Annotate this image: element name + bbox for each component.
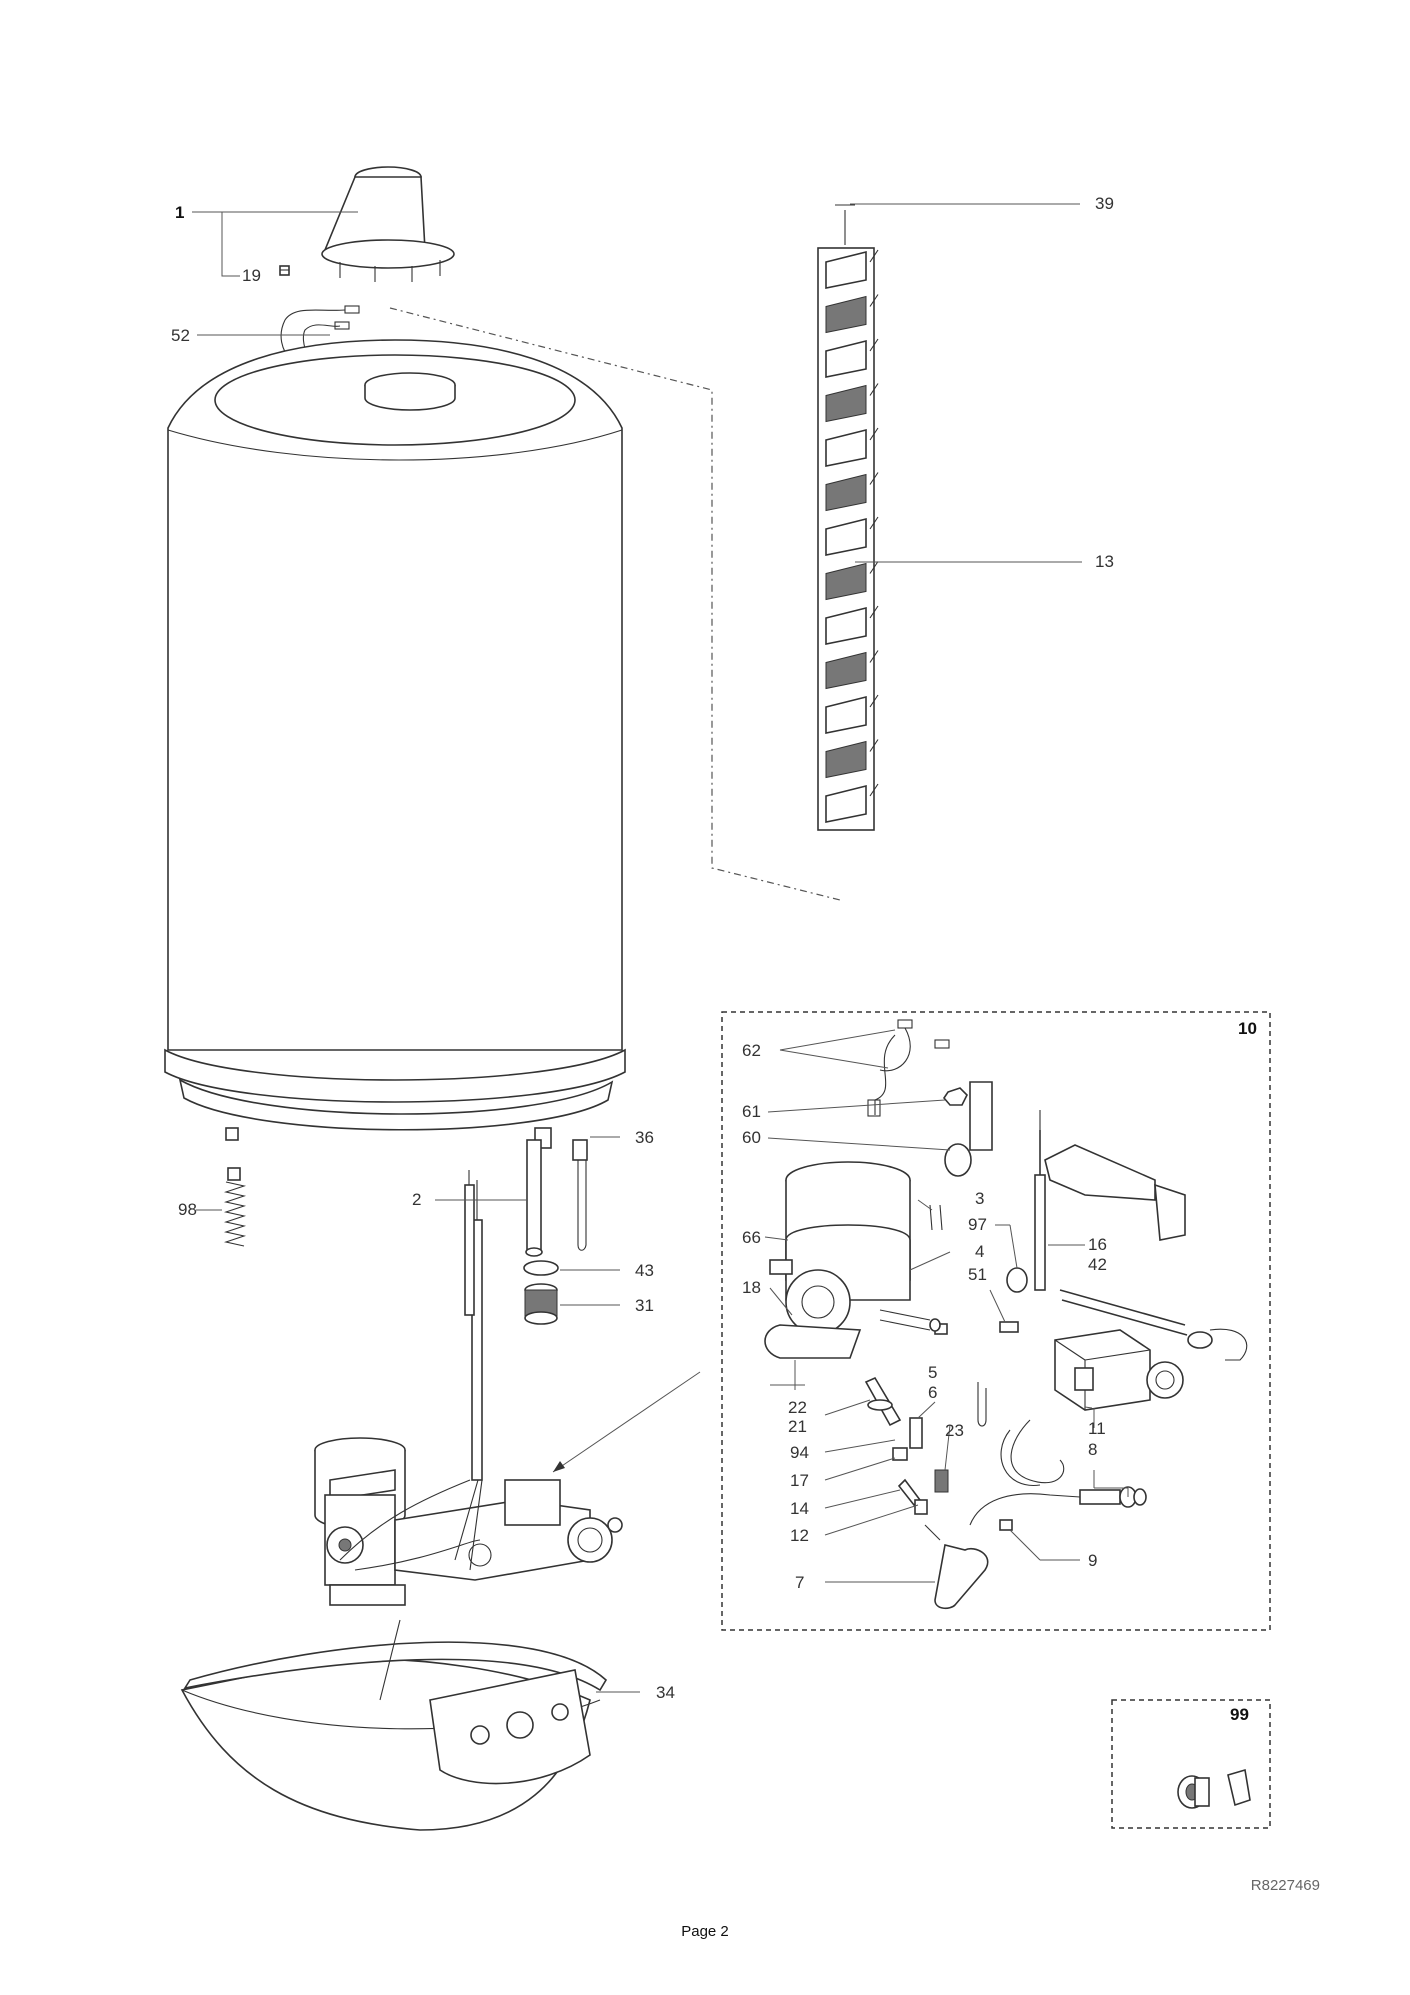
callout-97: 97 bbox=[968, 1215, 987, 1234]
baffle-fin bbox=[825, 651, 867, 690]
water-heater-tank bbox=[164, 339, 626, 1149]
drawing-reference-code: R8227469 bbox=[1250, 1877, 1320, 1894]
callout-16: 16 bbox=[1088, 1235, 1107, 1254]
baffle-tab bbox=[869, 472, 879, 485]
detail-pointer bbox=[552, 1371, 701, 1473]
callout-22: 22 bbox=[788, 1398, 807, 1417]
baffle-tab bbox=[869, 294, 879, 307]
baffle-tab bbox=[869, 739, 879, 752]
callout-19: 19 bbox=[242, 266, 261, 285]
callout-17: 17 bbox=[790, 1471, 809, 1490]
callout-6: 6 bbox=[928, 1383, 937, 1402]
thermostat-probe bbox=[464, 1139, 543, 1316]
baffle-tab bbox=[869, 249, 879, 263]
baffle-fin bbox=[825, 339, 867, 378]
callout-23: 23 bbox=[945, 1421, 964, 1440]
baffle-tab bbox=[869, 427, 879, 441]
callout-21: 21 bbox=[788, 1417, 807, 1436]
baffle-tab bbox=[869, 516, 879, 530]
baffle-tab bbox=[869, 605, 879, 619]
screw-19 bbox=[279, 265, 290, 276]
leader-lines bbox=[192, 203, 1129, 1693]
callout-61: 61 bbox=[742, 1102, 761, 1121]
callout-36: 36 bbox=[635, 1128, 654, 1147]
nipple-31 bbox=[524, 1283, 558, 1325]
callout-94: 94 bbox=[790, 1443, 809, 1462]
callout-60: 60 bbox=[742, 1128, 761, 1147]
callout-66: 66 bbox=[742, 1228, 761, 1247]
callout-5: 5 bbox=[928, 1363, 937, 1382]
callout-4: 4 bbox=[975, 1242, 984, 1261]
callout-7: 7 bbox=[795, 1573, 804, 1592]
callout-9: 9 bbox=[1088, 1551, 1097, 1570]
callout-52: 52 bbox=[171, 326, 190, 345]
callout-1: 1 bbox=[175, 203, 184, 222]
page-number: Page 2 bbox=[681, 1923, 729, 1940]
baffle-fin bbox=[825, 562, 867, 601]
accessory-fittings bbox=[1177, 1768, 1251, 1809]
baffle-fin bbox=[825, 517, 867, 556]
callout-98: 98 bbox=[178, 1200, 197, 1219]
detail-box-10 bbox=[721, 1011, 1271, 1631]
callout-13: 13 bbox=[1095, 552, 1114, 571]
callout-43: 43 bbox=[635, 1261, 654, 1280]
baffle-tab bbox=[869, 561, 879, 574]
burner-assembly bbox=[314, 1180, 701, 1606]
baffle-fin bbox=[825, 384, 867, 423]
baffle-fin bbox=[825, 695, 867, 734]
baffle-fin bbox=[825, 606, 867, 645]
callout-51: 51 bbox=[968, 1265, 987, 1284]
baffle-tab bbox=[869, 383, 879, 396]
callout-11: 11 bbox=[1088, 1419, 1106, 1438]
callout-42: 42 bbox=[1088, 1255, 1107, 1274]
callout-62: 62 bbox=[742, 1041, 761, 1060]
accessory-box-99 bbox=[1111, 1699, 1271, 1829]
callout-8: 8 bbox=[1088, 1440, 1097, 1459]
o-ring-43 bbox=[523, 1260, 559, 1276]
baffle-fin bbox=[825, 428, 867, 467]
callout-2: 2 bbox=[412, 1190, 421, 1209]
baffle-fins bbox=[825, 249, 879, 823]
callout-14: 14 bbox=[790, 1499, 809, 1518]
callout-34: 34 bbox=[656, 1683, 675, 1702]
base-skirt bbox=[180, 1619, 608, 1831]
flue-hood bbox=[321, 166, 455, 282]
baffle-fin bbox=[825, 250, 867, 289]
baffle-fin bbox=[825, 473, 867, 512]
baffle-fin bbox=[825, 295, 867, 334]
callout-31: 31 bbox=[635, 1296, 654, 1315]
callout-12: 12 bbox=[790, 1526, 809, 1545]
baffle-fin bbox=[825, 784, 867, 823]
accessory-box-label: 99 bbox=[1230, 1705, 1249, 1724]
drain-spring bbox=[223, 1167, 247, 1247]
callout-18: 18 bbox=[742, 1278, 761, 1297]
baffle-tab bbox=[869, 694, 879, 708]
callout-39: 39 bbox=[1095, 194, 1114, 213]
baffle-tab bbox=[869, 783, 879, 797]
callout-labels: 1 19 52 39 13 36 98 2 43 31 34 62 61 60 … bbox=[171, 194, 1257, 1724]
anode-rod bbox=[572, 1139, 588, 1251]
baffle-tab bbox=[869, 338, 879, 352]
detail-parts bbox=[764, 1019, 1248, 1610]
detail-box-label: 10 bbox=[1238, 1019, 1257, 1038]
callout-3: 3 bbox=[975, 1189, 984, 1208]
baffle-tab bbox=[869, 650, 879, 663]
baffle-fin bbox=[825, 740, 867, 779]
